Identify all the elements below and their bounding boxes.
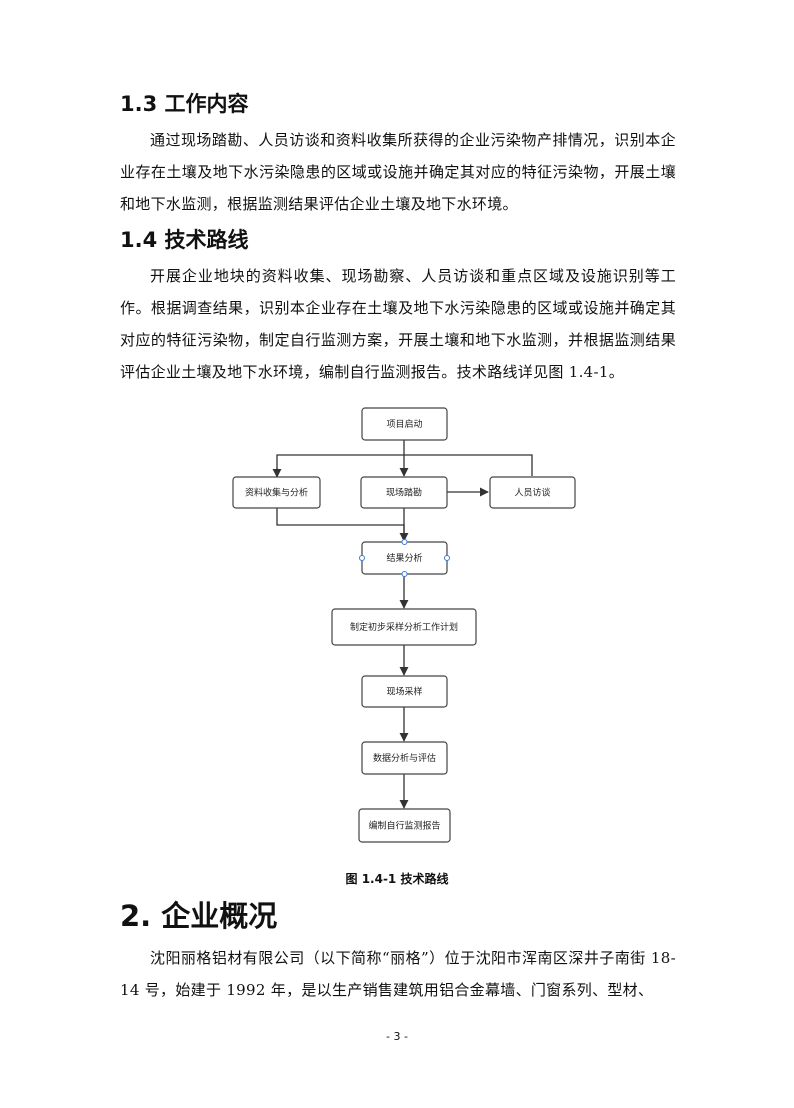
svg-text:制定初步采样分析工作计划: 制定初步采样分析工作计划	[350, 621, 458, 633]
connector-branch-bus	[276, 454, 533, 476]
paragraph-technical-route: 开展企业地块的资料收集、现场勘察、人员访谈和重点区域及设施识别等工作。根据调查结…	[120, 267, 676, 381]
node-sampling-plan: 制定初步采样分析工作计划	[331, 608, 477, 646]
node-data-evaluation: 数据分析与评估	[361, 741, 448, 775]
node-monitoring-report: 编制自行监测报告	[358, 808, 451, 843]
selection-handle	[444, 555, 450, 561]
connector-collect-analysis	[276, 508, 409, 542]
svg-text:现场采样: 现场采样	[386, 686, 422, 698]
node-data-collection: 资料收集与分析	[232, 476, 321, 509]
paragraph-work-content: 通过现场踏勘、人员访谈和资料收集所获得的企业污染物产排情况，识别本企业存在土壤及…	[120, 131, 676, 213]
selection-handle	[401, 539, 408, 545]
section-heading-1-3: 1.3 工作内容	[120, 92, 249, 116]
svg-text:数据分析与评估: 数据分析与评估	[373, 752, 436, 764]
selection-handle	[401, 571, 408, 577]
svg-text:项目启动: 项目启动	[386, 418, 422, 430]
chapter-heading-2: 2. 企业概况	[120, 899, 278, 933]
svg-text:人员访谈: 人员访谈	[514, 487, 550, 499]
paragraph-company-overview: 沈阳丽格铝材有限公司（以下简称“丽格”）位于沈阳市浑南区深井子南街 18-14 …	[120, 949, 676, 999]
page-number: - 3 -	[386, 1030, 408, 1043]
svg-text:结果分析: 结果分析	[386, 552, 422, 564]
node-site-survey: 现场踏勘	[360, 476, 448, 509]
svg-text:编制自行监测报告: 编制自行监测报告	[368, 820, 440, 832]
node-staff-interview: 人员访谈	[489, 476, 576, 509]
node-site-sampling: 现场采样	[361, 675, 448, 708]
svg-text:现场踏勘: 现场踏勘	[386, 487, 422, 499]
section-heading-1-4: 1.4 技术路线	[120, 228, 249, 252]
figure-caption: 图 1.4-1 技术路线	[345, 872, 449, 886]
technical-route-flowchart: 项目启动 资料收集与分析 现场踏勘 人员访谈 结果分析 制定初步采样分析工作计划…	[232, 407, 576, 843]
node-result-analysis: 结果分析	[359, 539, 450, 577]
svg-text:资料收集与分析: 资料收集与分析	[245, 487, 308, 499]
node-project-start: 项目启动	[361, 407, 448, 441]
selection-handle	[359, 555, 365, 561]
